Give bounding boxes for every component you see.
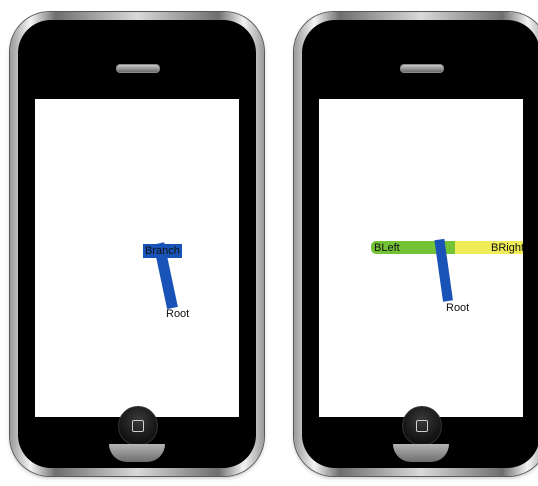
phone-body: Branch Root [18, 20, 256, 468]
phone-body: BLeft BRight Root [302, 20, 538, 468]
phone-screen: BLeft BRight Root [319, 99, 523, 417]
home-button-reflection [109, 444, 165, 462]
bleft-label: BLeft [374, 242, 400, 254]
iphone-right: BLeft BRight Root [294, 12, 538, 476]
root-label: Root [446, 302, 469, 314]
bright-label: BRight [491, 242, 523, 254]
home-button[interactable] [118, 406, 158, 446]
home-square-icon [132, 420, 144, 432]
speaker-grille [400, 64, 444, 73]
home-button[interactable] [402, 406, 442, 446]
home-button-reflection [393, 444, 449, 462]
speaker-grille [116, 64, 160, 73]
branch-label: Branch [143, 244, 182, 258]
iphone-left: Branch Root [10, 12, 264, 476]
root-label: Root [166, 308, 189, 320]
phone-screen: Branch Root [35, 99, 239, 417]
home-square-icon [416, 420, 428, 432]
